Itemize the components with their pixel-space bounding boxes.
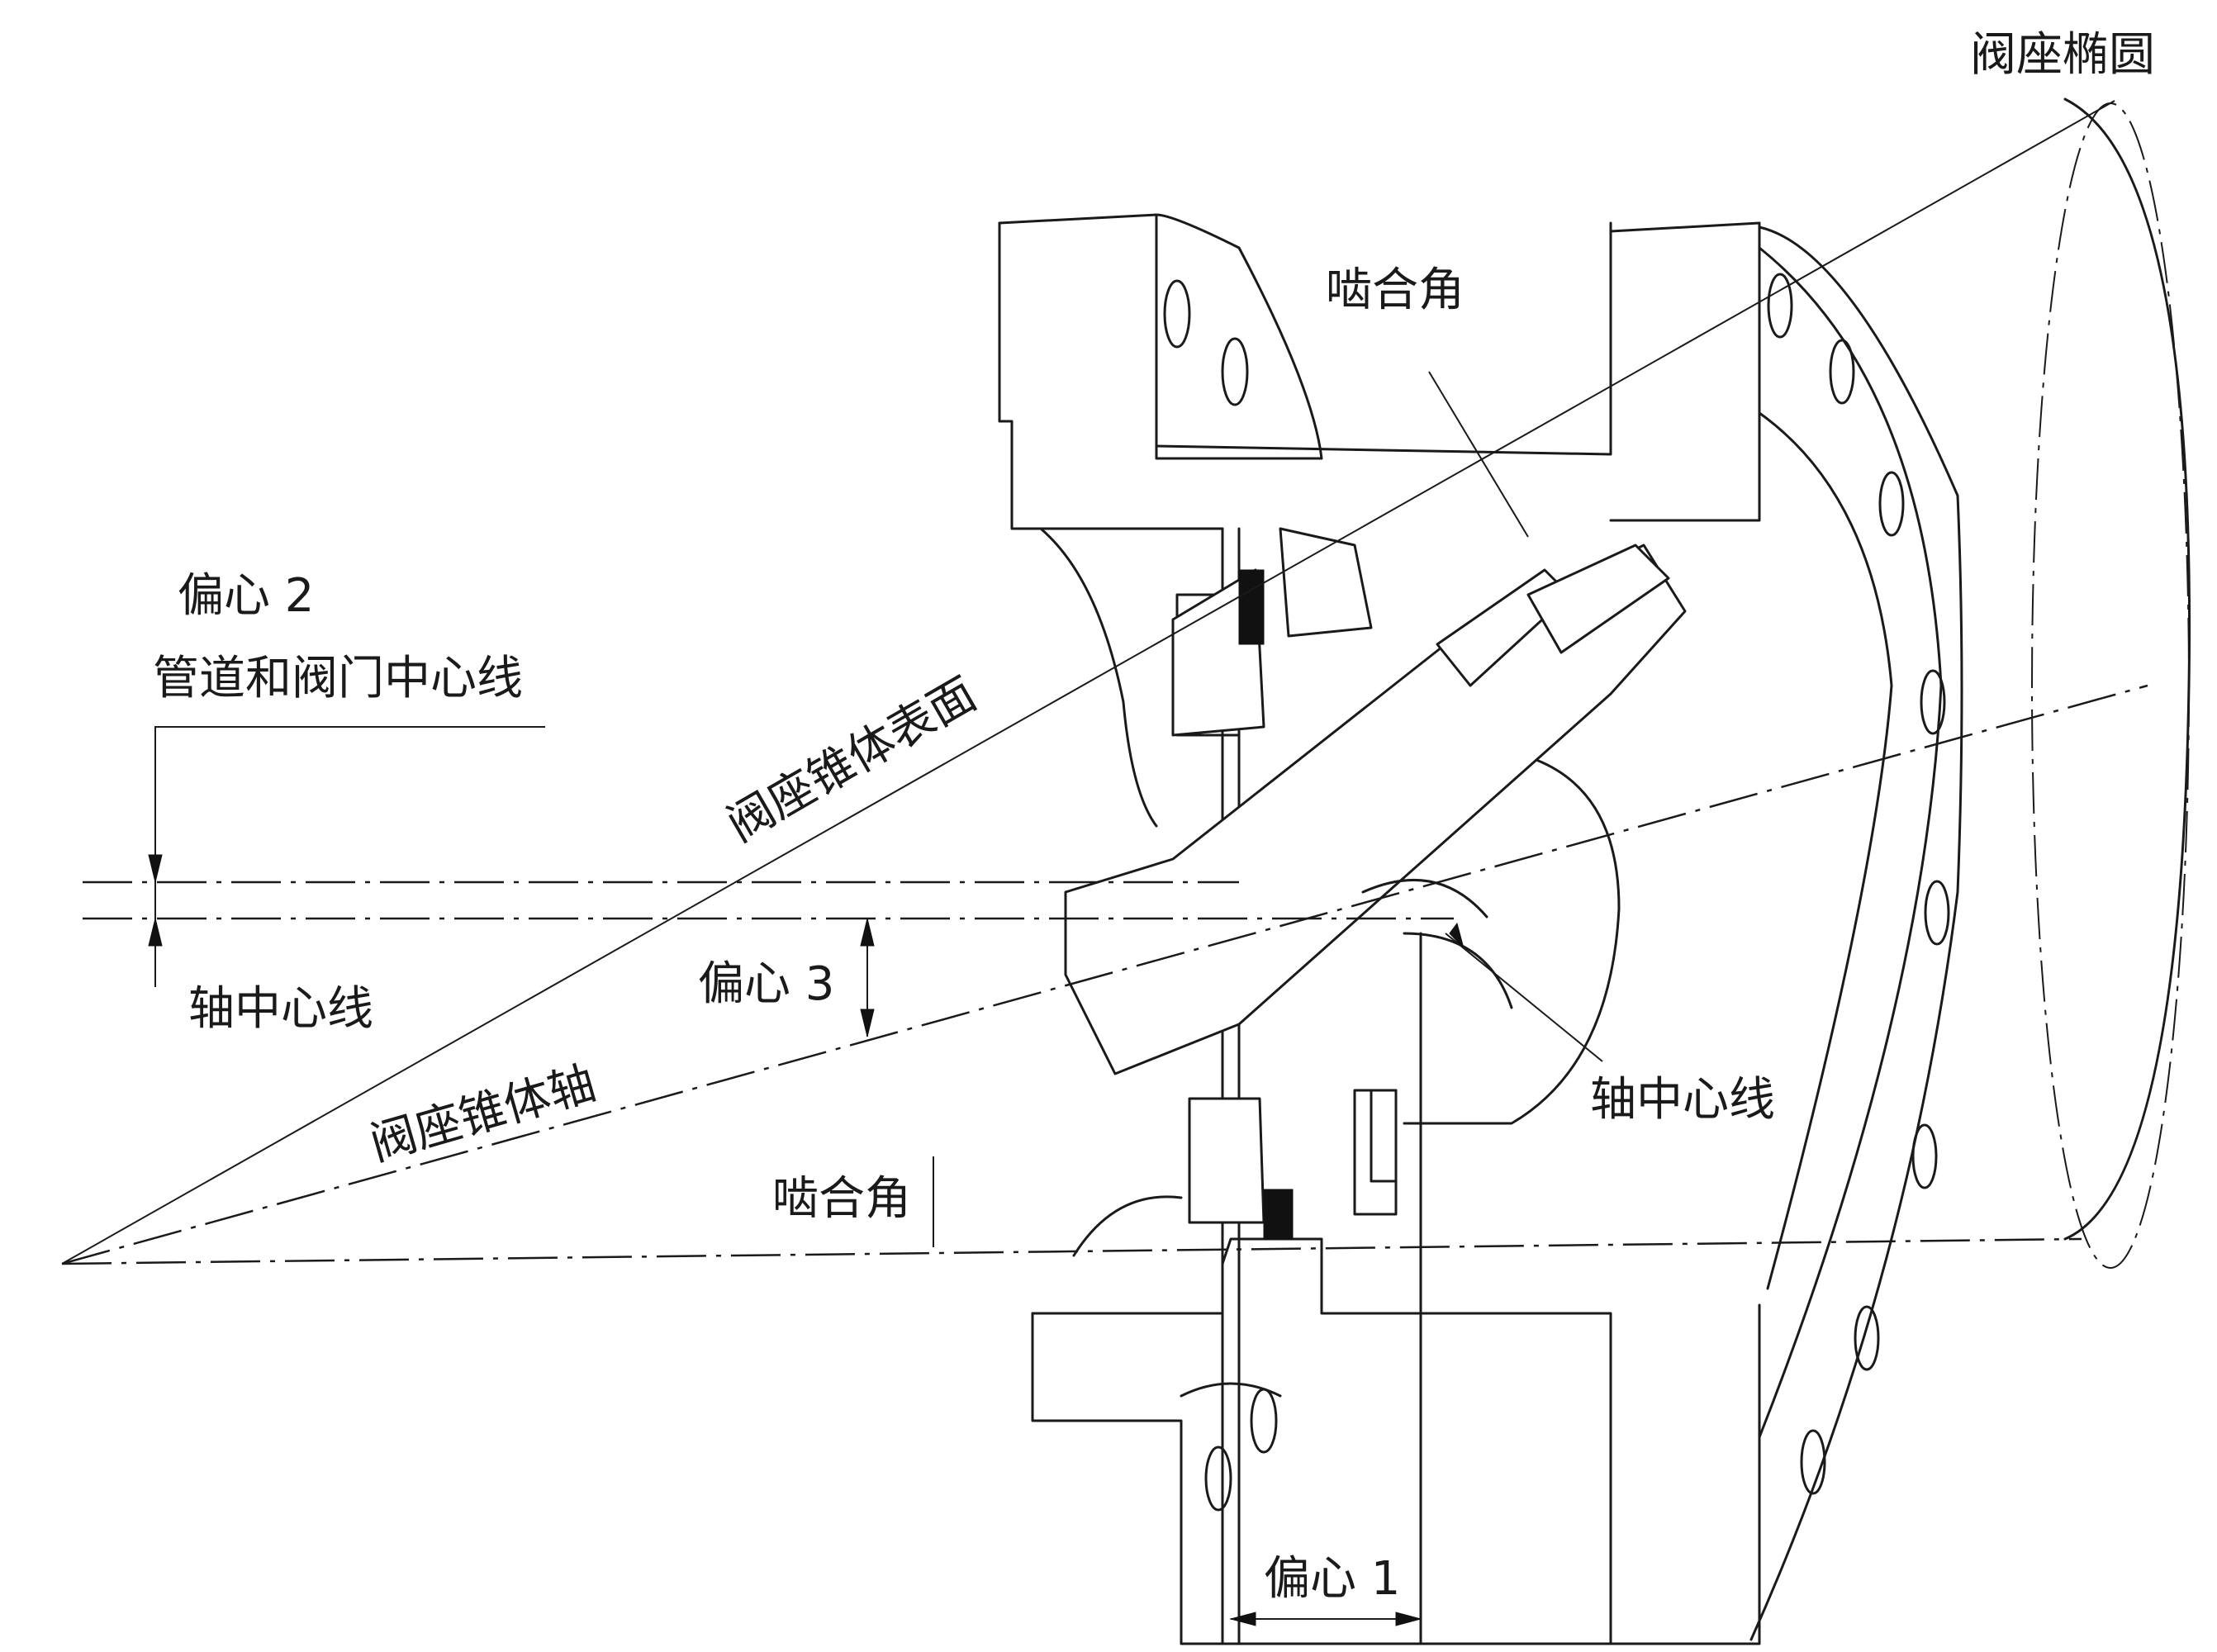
label-offset-3: 偏心 3 (698, 957, 834, 1011)
label-mesh-angle-top: 啮合角 (1326, 263, 1465, 317)
label-seat-ellipse: 阀座椭圆 (1970, 28, 2155, 82)
lower-seat-assembly (1188, 1089, 1398, 1240)
label-offset-1: 偏心 1 (1264, 1552, 1400, 1606)
label-seat-cone-surface: 阀座锥体表面 (719, 667, 985, 852)
label-mesh-angle-bottom: 啮合角 (772, 1172, 911, 1226)
seat-ellipse (2031, 97, 2191, 1269)
label-shaft-centerline-left: 轴中心线 (188, 982, 373, 1036)
right-flange (1749, 225, 1963, 1641)
label-offset-2: 偏心 2 (178, 569, 314, 623)
label-pipe-valve-centerline: 管道和阀门中心线 (153, 652, 523, 705)
dimension-arrows (148, 854, 1465, 1626)
label-shaft-centerline-right: 轴中心线 (1590, 1073, 1775, 1127)
upper-seat-assembly (1171, 527, 1373, 737)
construction-lines (61, 100, 2148, 1620)
label-seat-cone-axis: 阀座锥体轴 (364, 1056, 601, 1172)
